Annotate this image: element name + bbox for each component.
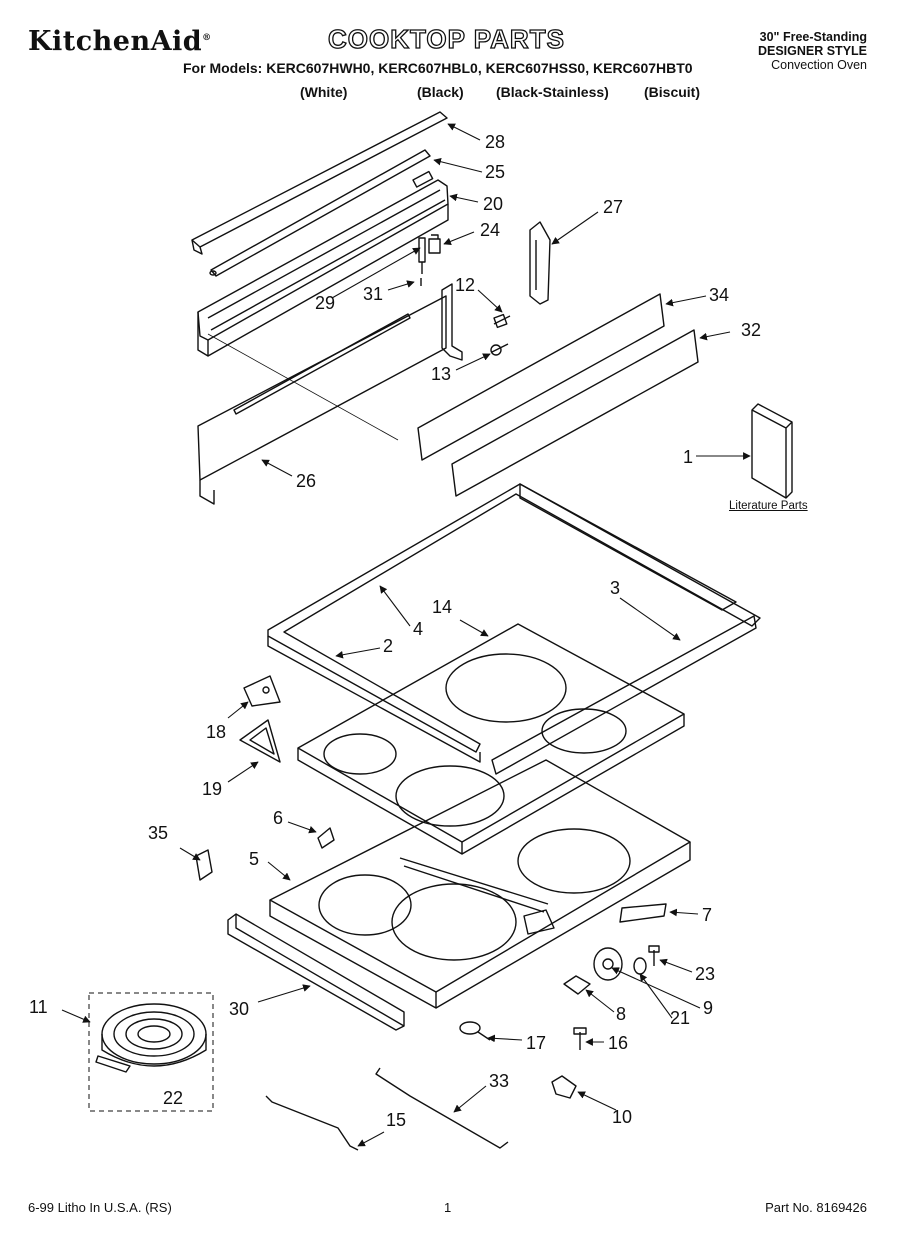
part-35-clip: [195, 849, 213, 881]
callout-32: 32: [741, 320, 762, 340]
part-23-screw: [648, 945, 660, 966]
callout-33: 33: [489, 1071, 510, 1091]
callout-2: 2: [383, 636, 394, 656]
callout-22: 22: [163, 1088, 184, 1108]
callout-14: 14: [432, 597, 453, 617]
callout-17: 17: [526, 1033, 547, 1053]
callout-4: 4: [413, 619, 424, 639]
part-20-control-panel: [197, 170, 449, 357]
models-line: For Models: KERC607HWH0, KERC607HBL0, KE…: [183, 60, 693, 76]
part-6-clip: [317, 827, 335, 849]
page-number: 1: [444, 1200, 452, 1215]
part-11-heating-element: [88, 992, 214, 1112]
part-25-tube: [209, 149, 431, 277]
callout-20: 20: [483, 194, 504, 214]
callout-21: 21: [670, 1008, 691, 1028]
callout-35: 35: [148, 823, 169, 843]
part-28-trim: [191, 111, 448, 255]
callout-12: 12: [455, 275, 476, 295]
model-description: 30" Free-Standing DESIGNER STYLE Convect…: [758, 30, 867, 72]
callout-31: 31: [363, 284, 384, 304]
color-white: (White): [300, 84, 348, 100]
part-13-screw: [490, 343, 509, 356]
color-biscuit: (Biscuit): [644, 84, 700, 100]
callout-9: 9: [703, 998, 714, 1018]
callout-25: 25: [485, 162, 506, 182]
callout-19: 19: [202, 779, 223, 799]
part-17-connector: [459, 1021, 491, 1041]
description-line-2: DESIGNER STYLE: [757, 44, 867, 58]
part-1-literature: [751, 403, 793, 499]
description-line-1: 30" Free-Standing: [759, 30, 867, 44]
part-19-triangle: [239, 719, 281, 763]
part-24-switch: [428, 234, 441, 254]
literature-parts-label: Literature Parts: [729, 500, 808, 512]
callout-10: 10: [612, 1107, 633, 1127]
callout-3: 3: [610, 578, 621, 598]
callout-29: 29: [315, 293, 336, 313]
part-21-washer: [633, 957, 647, 975]
part-18-triangle: [243, 675, 281, 707]
part-33-wire: [375, 1067, 509, 1149]
callout-18: 18: [206, 722, 227, 742]
part-16-screw: [573, 1027, 587, 1050]
callout-16: 16: [608, 1033, 629, 1053]
callout-23: 23: [695, 964, 716, 984]
callout-34: 34: [709, 285, 730, 305]
part-26-back-panel: [197, 295, 447, 505]
callout-26: 26: [296, 471, 317, 491]
part-8-clip: [563, 975, 591, 995]
callout-28: 28: [485, 132, 506, 152]
part-15-wire: [265, 1095, 359, 1151]
part-27-bracket: [529, 221, 551, 305]
part-10-terminal: [551, 1075, 577, 1099]
brand-logo: KitchenAid®: [28, 26, 212, 57]
part-34-strip: [417, 293, 665, 461]
page-title: COOKTOP PARTS: [327, 23, 565, 54]
color-black: (Black): [417, 84, 464, 100]
part-number: Part No. 8169426: [765, 1200, 867, 1215]
color-black-stainless: (Black-Stainless): [496, 84, 609, 100]
callout-1: 1: [683, 447, 694, 467]
callout-13: 13: [431, 364, 452, 384]
footer-litho: 6-99 Litho In U.S.A. (RS): [28, 1200, 172, 1215]
part-29-bulb: [418, 237, 426, 274]
callout-30: 30: [229, 999, 250, 1019]
part-7-bracket: [619, 903, 667, 923]
leader-arrows: [61, 123, 751, 1147]
callout-27: 27: [603, 197, 624, 217]
part-2-3-4-frame: [267, 483, 761, 775]
callout-11: 11: [29, 997, 48, 1017]
part-5-main-top: [269, 759, 691, 1009]
callout-6: 6: [273, 808, 284, 828]
part-14-glass-top: [297, 623, 685, 855]
part-30-front-strip: [227, 913, 405, 1031]
part-32-strip: [451, 329, 699, 497]
part-9-thermostat: [593, 947, 623, 981]
callout-15: 15: [386, 1110, 407, 1130]
callout-24: 24: [480, 220, 501, 240]
callout-7: 7: [702, 905, 713, 925]
callout-5: 5: [249, 849, 260, 869]
description-line-3: Convection Oven: [771, 58, 867, 72]
part-12-screw: [493, 313, 511, 329]
callout-8: 8: [616, 1004, 627, 1024]
